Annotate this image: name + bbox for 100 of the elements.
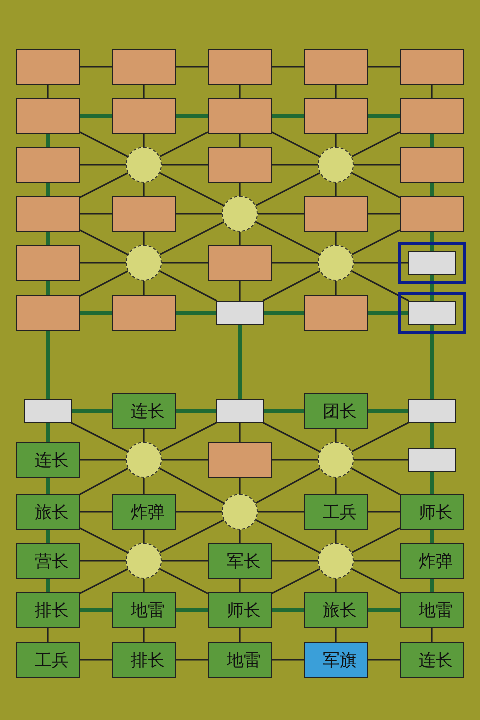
piece-tile: 军长 [208, 543, 272, 579]
railway-line [430, 325, 434, 399]
road-line [352, 132, 400, 158]
road-line [160, 270, 218, 302]
road-line [354, 459, 408, 461]
road-line [143, 628, 145, 642]
road-line [239, 85, 241, 98]
road-line [239, 423, 241, 442]
railway-line [46, 232, 50, 245]
piece-tile: 工兵 [304, 494, 368, 530]
railway-line [430, 275, 434, 301]
piece-tile: 团长 [304, 393, 368, 429]
road-line [352, 270, 410, 302]
road-line [162, 262, 208, 264]
railway-line [176, 114, 208, 118]
piece-tile: 旅长 [16, 494, 80, 530]
hidden-piece-tile [16, 196, 80, 232]
road-line [176, 66, 208, 68]
road-line [143, 579, 145, 592]
railway-line [176, 409, 216, 413]
road-line [368, 511, 400, 513]
railway-line [264, 311, 304, 315]
road-line [272, 262, 318, 264]
flag-piece-tile: 军旗 [304, 642, 368, 678]
road-line [176, 213, 222, 215]
road-line [368, 66, 400, 68]
road-line [351, 468, 400, 496]
road-line [335, 530, 337, 543]
road-line [256, 172, 320, 207]
empty-square [24, 399, 72, 423]
piece-tile: 地雷 [208, 642, 272, 678]
road-line [352, 172, 400, 198]
camp-circle [318, 245, 354, 281]
railway-line [176, 608, 208, 612]
road-line [159, 468, 225, 504]
road-line [239, 232, 241, 245]
camp-circle [318, 543, 354, 579]
railway-line [368, 608, 400, 612]
road-line [239, 530, 241, 543]
railway-line [46, 331, 50, 399]
hidden-piece-tile [208, 49, 272, 85]
road-line [272, 164, 318, 166]
road-line [80, 230, 128, 256]
piece-tile: 地雷 [112, 592, 176, 628]
road-line [258, 511, 304, 513]
road-line [80, 560, 126, 562]
empty-square [216, 301, 264, 325]
road-line [239, 183, 241, 196]
road-line [239, 478, 241, 494]
railway-line [430, 183, 434, 196]
empty-square [408, 399, 456, 423]
railway-line [72, 409, 112, 413]
road-line [80, 132, 128, 158]
piece-tile: 连长 [16, 442, 80, 478]
hidden-piece-tile [208, 245, 272, 281]
road-line [354, 560, 400, 562]
piece-tile: 排长 [112, 642, 176, 678]
railway-line [430, 472, 434, 494]
road-line [143, 281, 145, 295]
empty-square [408, 251, 456, 275]
road-line [80, 468, 129, 496]
hidden-piece-tile [400, 196, 464, 232]
railway-line [46, 183, 50, 196]
road-line [272, 132, 320, 158]
camp-circle [126, 442, 162, 478]
road-line [335, 85, 337, 98]
piece-tile: 师长 [208, 592, 272, 628]
hidden-piece-tile [304, 98, 368, 134]
railway-line [272, 608, 304, 612]
road-line [272, 560, 318, 562]
road-line [160, 132, 208, 158]
railway-line [46, 530, 50, 543]
road-line [80, 270, 128, 298]
road-line [80, 528, 128, 554]
road-line [143, 429, 145, 442]
road-line [80, 66, 112, 68]
road-line [239, 579, 241, 592]
road-line [354, 262, 408, 264]
road-line [239, 628, 241, 642]
railway-line [368, 114, 400, 118]
road-line [47, 628, 49, 642]
hidden-piece-tile [112, 196, 176, 232]
road-line [255, 468, 321, 504]
piece-tile: 炸弹 [400, 543, 464, 579]
road-line [335, 183, 337, 196]
piece-tile: 营长 [16, 543, 80, 579]
road-line [160, 172, 224, 207]
hidden-piece-tile [112, 295, 176, 331]
railway-line [46, 579, 50, 592]
piece-tile: 师长 [400, 494, 464, 530]
railway-line [46, 478, 50, 494]
empty-square [408, 301, 456, 325]
railway-line [430, 530, 434, 543]
road-line [162, 164, 208, 166]
hidden-piece-tile [16, 49, 80, 85]
road-line [80, 164, 126, 166]
camp-circle [222, 196, 258, 232]
road-line [160, 422, 217, 453]
road-line [160, 519, 224, 554]
road-line [352, 422, 409, 453]
